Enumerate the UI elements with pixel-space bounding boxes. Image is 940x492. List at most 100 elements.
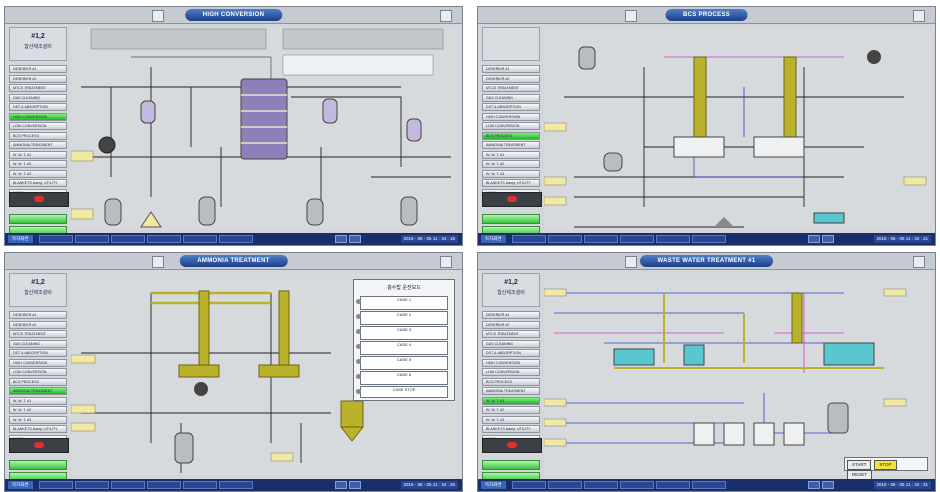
menu-item[interactable]: DESERIER #2 <box>9 320 67 329</box>
emergency-button[interactable] <box>482 438 542 453</box>
menu-item[interactable]: HIGH CONVERSION <box>9 358 67 367</box>
menu-item[interactable]: AMMONIA TREATMENT <box>482 387 540 395</box>
case-option[interactable]: CASE 2 <box>356 311 448 325</box>
prev-page-icon[interactable] <box>808 481 820 489</box>
stop-button[interactable]: STOP <box>874 460 897 470</box>
menu-item[interactable]: BLANKETS &amp; UTILITY <box>482 179 540 187</box>
menu-item[interactable]: MTCS TREATMENT <box>9 84 67 92</box>
menu-item[interactable]: AMMONIA TREATMENT <box>9 141 67 149</box>
menu-item[interactable]: W. W. T. #2 <box>482 406 540 414</box>
next-page-icon[interactable] <box>822 481 834 489</box>
menu-item[interactable]: LOW CONVERSION <box>9 368 67 376</box>
menu-item[interactable]: W. W. T. #3 <box>9 415 67 424</box>
menu-item[interactable]: HIGH CONVERSION <box>482 112 540 121</box>
menu-icon[interactable] <box>152 10 164 22</box>
menu-item[interactable]: W. W. T. #2 <box>9 406 67 414</box>
case-option[interactable]: CASE 4 <box>356 341 448 355</box>
menu-item[interactable]: DST & ABSORPTION <box>9 103 67 111</box>
next-page-icon[interactable] <box>349 235 361 243</box>
home-button[interactable]: 목차화면 <box>481 235 506 243</box>
menu-item[interactable]: DST & ABSORPTION <box>9 349 67 357</box>
process-diagram <box>544 27 931 229</box>
menu-icon[interactable] <box>625 10 637 22</box>
menu-item[interactable]: MTCS TREATMENT <box>9 330 67 338</box>
datetime: 2015 - 06 - 05 11 : 34 : 31 <box>873 481 931 489</box>
menu-item[interactable]: W. W. T. #3 <box>482 169 540 178</box>
menu-item[interactable]: MTCS TREATMENT <box>482 84 540 92</box>
menu-item[interactable]: W. W. T. #2 <box>9 160 67 168</box>
menu-item[interactable]: W. W. T. #1 <box>9 396 67 405</box>
status-cell <box>111 481 145 489</box>
close-icon[interactable] <box>440 10 452 22</box>
prev-page-icon[interactable] <box>335 235 347 243</box>
case-option[interactable]: CASE 6 <box>356 371 448 385</box>
menu-item[interactable]: LOW CONVERSION <box>482 368 540 376</box>
close-icon[interactable] <box>913 10 925 22</box>
menu-icon[interactable] <box>625 256 637 268</box>
menu-item[interactable]: DST & ABSORPTION <box>482 103 540 111</box>
menu-item-active[interactable]: HIGH CONVERSION <box>9 112 67 121</box>
next-page-icon[interactable] <box>822 235 834 243</box>
home-button[interactable]: 목차화면 <box>8 235 33 243</box>
radio-icon <box>356 344 361 349</box>
home-button[interactable]: 목차화면 <box>8 481 33 489</box>
menu-item[interactable]: BCS PROCESS <box>9 377 67 386</box>
menu-icon[interactable] <box>152 256 164 268</box>
menu-item[interactable]: BLANKETS &amp; UTILITY <box>9 425 67 433</box>
alarm-button[interactable] <box>482 214 540 224</box>
status-cell <box>147 235 181 243</box>
menu-item[interactable]: W. W. T. #1 <box>9 150 67 159</box>
menu-item[interactable]: W. W. T. #1 <box>482 150 540 159</box>
home-button[interactable]: 목차화면 <box>481 481 506 489</box>
menu-item-active[interactable]: AMMONIA TREATMENT <box>9 387 67 395</box>
case-option[interactable]: CASE 1 <box>356 296 448 310</box>
case-option[interactable]: CASE 3 <box>356 326 448 340</box>
prev-page-icon[interactable] <box>808 235 820 243</box>
menu-item-active[interactable]: W. W. T. #1 <box>482 396 540 405</box>
case-stop-option[interactable]: CASE STOP <box>356 386 448 398</box>
menu-item[interactable]: LOW CONVERSION <box>9 122 67 130</box>
alarm-button[interactable] <box>9 214 67 224</box>
title-bar: BCS PROCESS <box>478 7 935 24</box>
menu-item[interactable]: GAS CLEANING <box>9 93 67 102</box>
menu-item[interactable]: BCS PROCESS <box>482 377 540 386</box>
menu-item[interactable]: LOW CONVERSION <box>482 122 540 130</box>
menu-item[interactable]: DESERIER #2 <box>482 74 540 83</box>
emergency-button[interactable] <box>9 192 69 207</box>
menu-item[interactable]: GAS CLEANING <box>482 339 540 348</box>
close-icon[interactable] <box>913 256 925 268</box>
menu-item[interactable]: DESERIER #1 <box>482 311 540 319</box>
menu-item[interactable]: BLANKETS &amp; UTILITY <box>482 425 540 433</box>
menu-item[interactable]: BCS PROCESS <box>9 131 67 140</box>
menu-item[interactable]: W. W. T. #2 <box>482 160 540 168</box>
menu-item[interactable]: W. W. T. #3 <box>9 169 67 178</box>
emergency-button[interactable] <box>482 192 542 207</box>
menu-item[interactable]: MTCS TREATMENT <box>482 330 540 338</box>
menu-item[interactable]: W. W. T. #3 <box>482 415 540 424</box>
menu-item-active[interactable]: BCS PROCESS <box>482 131 540 140</box>
process-graphic <box>71 28 451 228</box>
start-button[interactable]: START <box>847 460 872 470</box>
menu-item[interactable]: DESERIER #1 <box>482 65 540 73</box>
menu-item[interactable]: DESERIER #2 <box>482 320 540 329</box>
next-page-icon[interactable] <box>349 481 361 489</box>
menu-item[interactable]: DESERIER #1 <box>9 311 67 319</box>
case-option[interactable]: CASE 5 <box>356 356 448 370</box>
menu-item[interactable]: GAS CLEANING <box>482 93 540 102</box>
menu-item[interactable]: DST & ABSORPTION <box>482 349 540 357</box>
alarm-button[interactable] <box>482 460 540 470</box>
menu-item[interactable]: GAS CLEANING <box>9 339 67 348</box>
emergency-button[interactable] <box>9 438 69 453</box>
close-icon[interactable] <box>440 256 452 268</box>
prev-page-icon[interactable] <box>335 481 347 489</box>
menu-item[interactable]: DESERIER #2 <box>9 74 67 83</box>
menu-item[interactable]: BLANKETS &amp; UTILITY <box>9 179 67 187</box>
alarm-button[interactable] <box>9 460 67 470</box>
datetime: 2015 - 06 - 05 11 : 34 : 21 <box>873 235 931 243</box>
menu-item[interactable]: DESERIER #1 <box>9 65 67 73</box>
nav-menu: DESERIER #1 DESERIER #2 MTCS TREATMENT G… <box>9 65 67 206</box>
menu-item[interactable]: AMMONIA TREATMENT <box>482 141 540 149</box>
unit-subtitle: 합산제조설비 <box>497 290 525 296</box>
menu-item[interactable]: HIGH CONVERSION <box>482 358 540 367</box>
